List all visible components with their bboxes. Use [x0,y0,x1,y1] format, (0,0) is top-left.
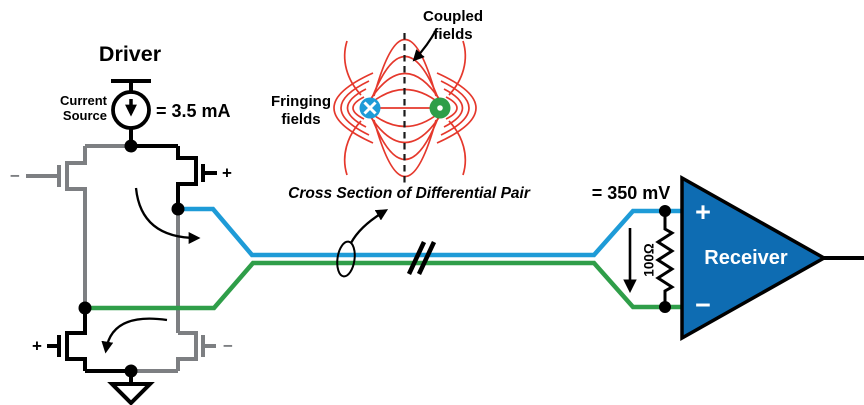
mosfet-top-right-icon: + [176,146,232,209]
termination: = 350 mV 100Ω [592,183,675,313]
receiver-label: Receiver [704,247,788,269]
positive-trace [178,206,684,258]
driver-label: Driver [99,42,162,66]
gate-polarity-top-right: + [222,164,232,183]
mosfet-top-left-icon: − [10,146,87,308]
node-dot [78,301,92,315]
driver-circuit: Driver Current Source = 3.5 mA − + [10,42,233,405]
termination-value-label: 100Ω [642,243,657,277]
mosfet-bottom-right-icon: − [176,331,233,371]
differential-traces [78,202,684,315]
line-break-icon [406,241,437,275]
cross-section-diagram: Coupled fields Fringing fields Cross Sec… [271,8,531,202]
ground-icon [107,371,155,405]
gate-polarity-bottom-right: − [223,337,233,356]
node-dot [171,202,185,216]
gate-polarity-bottom-left: + [32,337,42,356]
termination-resistor-icon [655,211,675,307]
current-value-label: = 3.5 mA [156,101,231,121]
current-flow-arrow-top [134,187,201,244]
conductor-out-of-page-icon [429,97,451,119]
receiver-plus-label: + [695,197,711,227]
conductor-into-page-icon [359,97,381,119]
node-dot [659,205,671,217]
receiver-triangle [680,175,828,341]
mosfet-bottom-left-icon: + [32,308,87,371]
gate-polarity-top-left: − [10,167,20,186]
cross-section-marker-loop [336,240,356,278]
fringing-fields-label-line1: Fringing [271,93,331,110]
coupled-fields-label-line1: Coupled [423,8,483,25]
node-dot [659,301,671,313]
current-flow-arrow-bottom [101,317,168,354]
current-source-label-line2: Source [63,108,107,123]
fringing-fields-label-line2: fields [281,111,320,128]
coupled-fields-arrow [412,29,437,62]
node-dot [124,139,138,153]
coupled-fields-label-line2: fields [433,26,472,43]
receiver-minus-label: − [695,290,711,320]
current-source-label-line1: Current [60,93,108,108]
cross-section-pointer-arrow [349,209,389,244]
cross-section-caption: Cross Section of Differential Pair [288,185,531,202]
voltage-label: = 350 mV [592,183,671,203]
receiver: + − Receiver [680,175,864,341]
